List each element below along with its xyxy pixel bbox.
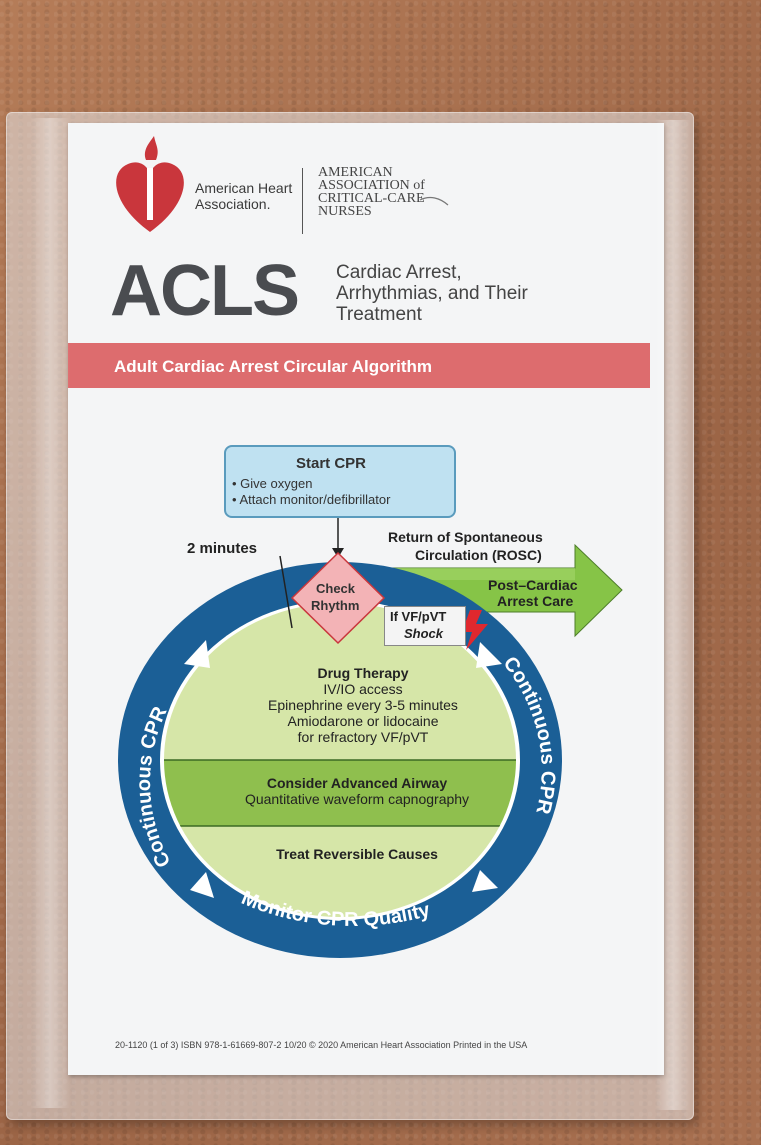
airway-item: Quantitative waveform capnography (244, 791, 470, 807)
shock-line2: Shock (404, 626, 444, 641)
check-rhythm-line1: Check (316, 581, 356, 596)
ring-arrow-top-left-icon (184, 640, 210, 668)
banner-title: Adult Cardiac Arrest Circular Algorithm (114, 357, 433, 376)
two-minutes-pointer (279, 555, 293, 629)
start-item: • Give oxygen (232, 476, 313, 491)
page-subtitle: Cardiac Arrest, Arrhythmias, and Their T… (336, 262, 528, 325)
aha-heart-logo-icon (116, 136, 184, 232)
check-rhythm-line2: Rhythm (311, 598, 360, 613)
post-care-line2: Arrest Care (497, 593, 574, 609)
rosc-label-line1: Return of Spontaneous (388, 529, 543, 545)
start-item: • Attach monitor/defibrillator (232, 492, 391, 507)
page-title: ACLS (110, 251, 300, 331)
footer-text: 20-1120 (1 of 3) ISBN 978-1-61669-807-2 … (115, 1040, 528, 1050)
ring-arrow-bottom-right-icon (472, 870, 498, 892)
airway-zone (164, 760, 516, 826)
aacn-name: AMERICAN ASSOCIATION of CRITICAL-CARE NU… (318, 165, 425, 219)
drug-therapy-item: Epinephrine every 3-5 minutes (268, 697, 458, 713)
aacn-logo-icon (419, 196, 449, 206)
two-minutes-label: 2 minutes (187, 540, 258, 557)
shock-box (384, 606, 466, 646)
airway-title: Consider Advanced Airway (266, 775, 448, 791)
drug-therapy-item: Amiodarone or lidocaine (287, 713, 439, 729)
aha-name: American Heart Association. (195, 180, 293, 212)
logo-divider (302, 168, 303, 234)
sleeve-glare-left (30, 118, 70, 1108)
ring-arrow-bottom-left-icon (190, 872, 214, 898)
start-cpr-title: Start CPR (296, 455, 367, 472)
check-rhythm-diamond (290, 551, 386, 645)
drug-therapy-item: IV/IO access (323, 681, 403, 697)
shock-line1: If VF/pVT (390, 609, 447, 624)
shock-lightning-icon (462, 610, 488, 650)
banner-bar (68, 343, 650, 388)
post-care-line1: Post–Cardiac (488, 577, 578, 593)
rosc-label-line2: Circulation (ROSC) (415, 547, 542, 563)
drug-therapy-title: Drug Therapy (317, 665, 409, 681)
drug-therapy-item: for refractory VF/pVT (297, 729, 429, 745)
reversible-causes: Treat Reversible Causes (276, 846, 438, 862)
ring-arrow-right-icon (476, 642, 502, 668)
start-cpr-box (224, 445, 456, 518)
sleeve-glare-right (655, 120, 691, 1110)
